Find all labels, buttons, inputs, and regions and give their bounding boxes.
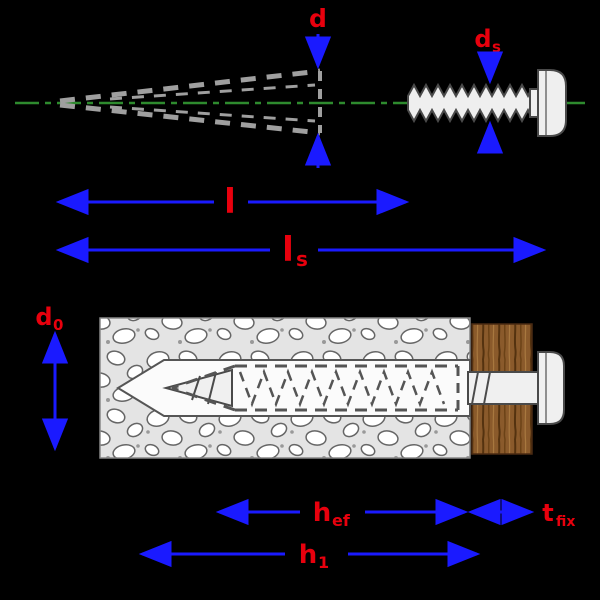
screw-shaft	[467, 371, 539, 405]
label-h1-sub: 1	[318, 553, 329, 572]
label-ls-base: l	[282, 230, 294, 270]
plug-front-bottom	[171, 386, 236, 412]
dimension-ds: d s	[474, 25, 504, 154]
label-ls-sub: s	[296, 247, 308, 271]
label-d0-base: d	[35, 303, 52, 331]
dimension-d0: d 0	[35, 303, 69, 452]
screw-tip-thread-2	[207, 371, 217, 405]
dimension-d: d	[304, 4, 332, 168]
label-d0-sub: 0	[53, 316, 63, 334]
label-h1-base: h	[299, 540, 318, 570]
label-ds-base: d	[474, 25, 491, 53]
dimension-ls: l s	[55, 230, 547, 271]
dimension-h1: h 1	[138, 540, 481, 572]
label-l: l	[224, 182, 236, 222]
dimension-tfix: t fix	[467, 498, 575, 530]
screw-head-section	[537, 351, 565, 425]
installed-section-view: d 0	[35, 303, 565, 459]
screw-pan-head	[537, 69, 567, 137]
label-tfix-sub: fix	[556, 514, 575, 530]
label-hef-base: h	[313, 498, 332, 528]
label-ds-sub: s	[492, 38, 501, 56]
dimension-hef: h ef	[215, 498, 469, 530]
plug-bottom-edge	[59, 102, 321, 136]
plug-front-top	[171, 364, 236, 390]
hidden-screw-threads	[238, 368, 446, 408]
screw-neck	[529, 88, 539, 118]
plug-top-edge	[59, 68, 321, 104]
plug-in-hole-dashed	[171, 364, 460, 412]
label-hef-sub: ef	[332, 511, 351, 530]
plug-outline-dashed	[59, 68, 322, 136]
label-d: d	[309, 4, 327, 33]
screw-side-view	[407, 69, 567, 137]
screw-through-fixture	[467, 351, 565, 425]
screw-thread-silhouette	[407, 82, 531, 124]
dimension-l: l	[55, 182, 410, 222]
top-side-view: d d s l l s	[15, 4, 585, 271]
label-tfix-base: t	[542, 499, 553, 527]
screw-shaft-thread-1	[471, 371, 479, 405]
screw-shaft-thread-2	[483, 371, 491, 405]
